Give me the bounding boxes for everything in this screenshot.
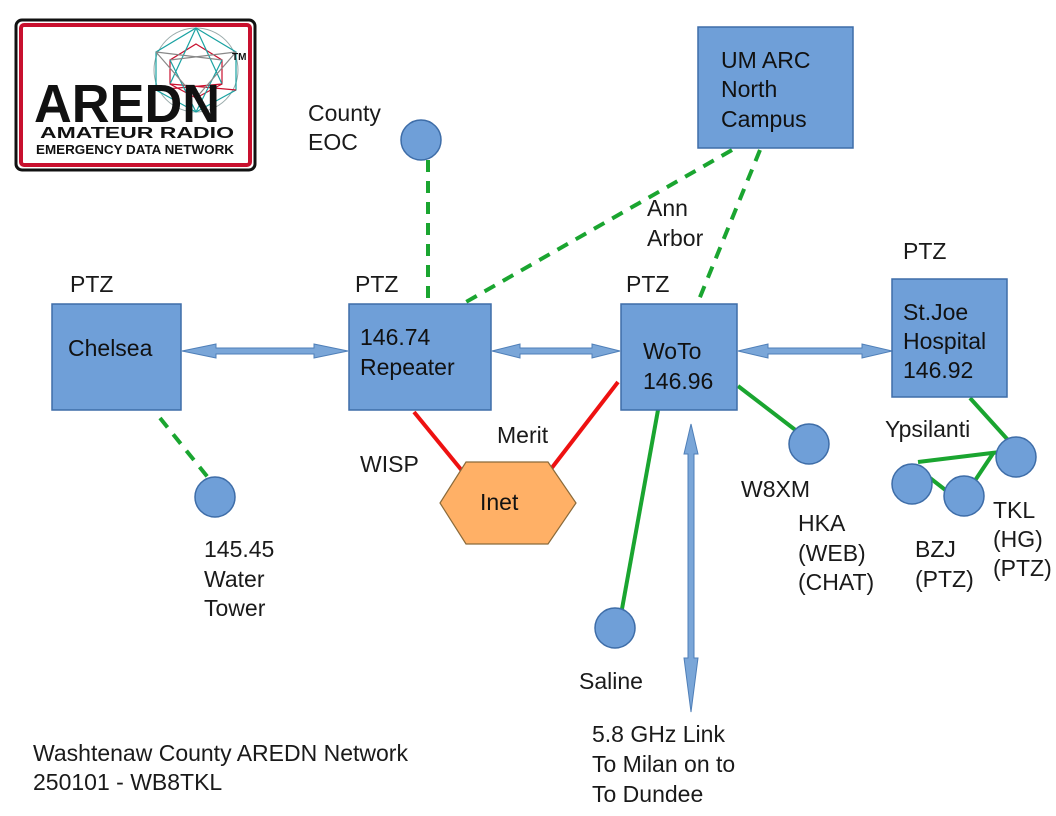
- repeater-ptz-label: PTZ: [355, 271, 398, 297]
- node-county-eoc: [400, 119, 442, 161]
- inet-label: Inet: [480, 489, 519, 515]
- water-tower-label-3: Tower: [204, 595, 266, 621]
- chelsea-label: Chelsea: [68, 335, 153, 361]
- repeater-label-2: Repeater: [360, 354, 455, 380]
- stjoe-label-3: 146.92: [903, 357, 973, 383]
- node-ypsilanti: [891, 463, 933, 505]
- node-chelsea: [51, 303, 182, 411]
- woto-label-1: WoTo: [643, 338, 701, 364]
- county-eoc-label-2: EOC: [308, 129, 358, 155]
- p2p-arrow-repeater-woto: [491, 343, 621, 359]
- link-woto-w8xm: [736, 384, 800, 434]
- logo-line1: AMATEUR RADIO: [40, 125, 234, 142]
- node-umarc: [697, 26, 854, 149]
- p2p-arrow-58ghz-link: [683, 423, 699, 713]
- node-tkl: [995, 436, 1037, 478]
- node-saline: [594, 607, 636, 649]
- chelsea-ptz-label: PTZ: [70, 271, 113, 297]
- wisp-label: WISP: [360, 451, 419, 477]
- stjoe-label-1: St.Joe: [903, 299, 968, 325]
- county-eoc-label-1: County: [308, 100, 381, 126]
- woto-label-2: 146.96: [643, 368, 713, 394]
- link-58-label-2: To Milan on to: [592, 751, 735, 777]
- water-tower-label-1: 145.45: [204, 536, 274, 562]
- link-chelsea-watertower: [158, 416, 212, 482]
- woto-ptz-label: PTZ: [626, 271, 669, 297]
- internet-hexagon: [439, 461, 577, 545]
- node-woto: [620, 303, 738, 411]
- node-stjoe: [891, 278, 1008, 398]
- tkl-label-3: (PTZ): [993, 555, 1052, 581]
- stjoe-ptz-label: PTZ: [903, 238, 946, 264]
- merit-label: Merit: [497, 422, 549, 448]
- p2p-arrow-woto-stjoe: [737, 343, 893, 359]
- link-umarc-repeater: [465, 148, 733, 304]
- tkl-label-2: (HG): [993, 526, 1043, 552]
- bzj-label-2: (PTZ): [915, 566, 974, 592]
- link-woto-saline: [618, 409, 660, 621]
- hka-label-3: (CHAT): [798, 569, 874, 595]
- repeater-label-1: 146.74: [360, 324, 431, 350]
- link-umarc-woto: [696, 149, 762, 303]
- hka-label-2: (WEB): [798, 540, 866, 566]
- umarc-label-1: UM ARC: [721, 47, 810, 73]
- footer-title: Washtenaw County AREDN Network: [33, 740, 408, 766]
- node-water-tower: [194, 476, 236, 518]
- node-repeater: [348, 303, 492, 411]
- logo-title: AREDN: [34, 74, 220, 134]
- p2p-arrow-chelsea-repeater: [181, 343, 349, 359]
- geodesic-sphere-icon: [153, 27, 239, 113]
- umarc-label-2: North: [721, 76, 777, 102]
- bzj-label-1: BZJ: [915, 536, 956, 562]
- link-repeater-inet-wisp: [412, 410, 470, 480]
- link-58-label-1: 5.8 GHz Link: [592, 721, 725, 747]
- link-stjoe-tkl: [968, 396, 1010, 442]
- ann-arbor-label-1: Ann: [647, 195, 688, 221]
- ann-arbor-label-2: Arbor: [647, 225, 704, 251]
- water-tower-label-2: Water: [204, 566, 265, 592]
- saline-label: Saline: [579, 668, 643, 694]
- footer-subtitle: 250101 - WB8TKL: [33, 769, 222, 795]
- stjoe-label-2: Hospital: [903, 328, 986, 354]
- tkl-label-1: TKL: [993, 497, 1035, 523]
- link-woto-inet-merit: [542, 380, 620, 480]
- logo-line2: EMERGENCY DATA NETWORK: [36, 142, 235, 157]
- w8xm-label: W8XM: [741, 476, 810, 502]
- hka-label-1: HKA: [798, 510, 846, 536]
- node-bzj: [943, 475, 985, 517]
- link-ypsi-tkl: [917, 450, 1001, 464]
- link-58-label-3: To Dundee: [592, 781, 703, 807]
- aredn-logo: TM AREDN AMATEUR RADIO EMERGENCY DATA NE…: [14, 18, 257, 172]
- umarc-label-3: Campus: [721, 106, 807, 132]
- ypsilanti-label: Ypsilanti: [885, 416, 970, 442]
- logo-tm: TM: [232, 52, 246, 63]
- node-w8xm: [788, 423, 830, 465]
